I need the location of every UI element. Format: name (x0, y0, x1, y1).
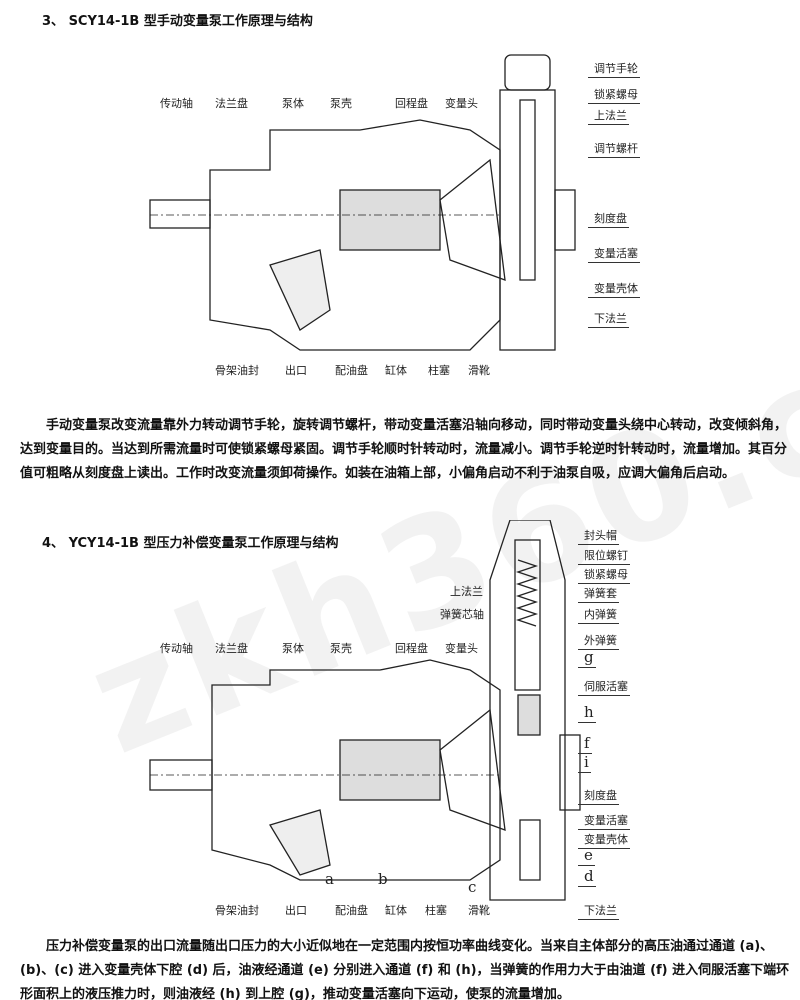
section4-title: 4、 YCY14-1B 型压力补偿变量泵工作原理与结构 (42, 536, 339, 551)
cylinder-block (339, 189, 441, 251)
section3-paragraph: 手动变量泵改变流量靠外力转动调节手轮，旋转调节螺杆，带动变量活塞沿轴向移动，同时… (20, 418, 788, 481)
swash-head (439, 158, 506, 281)
dial (559, 734, 581, 811)
scy-pump-diagram (149, 54, 576, 351)
outlet-port (269, 809, 331, 876)
variable-piston (519, 819, 541, 881)
variable-housing (489, 520, 566, 901)
outlet-port (269, 249, 331, 331)
swash-head (439, 708, 506, 831)
spring-sleeve (514, 539, 541, 691)
section4-paragraph: 压力补偿变量泵的出口流量随出口压力的大小近似地在一定范围内按恒功率曲线变化。当来… (20, 939, 790, 1000)
section3-title: 3、 SCY14-1B 型手动变量泵工作原理与结构 (42, 14, 313, 29)
spring (515, 559, 539, 627)
cylinder-block (339, 739, 441, 801)
ycy-pump-diagram (149, 520, 581, 901)
drive-shaft (149, 199, 211, 229)
variable-housing (499, 89, 556, 351)
dial (554, 189, 576, 251)
servo-piston (517, 694, 541, 736)
adjust-screw (519, 99, 536, 281)
pump-body (211, 659, 501, 881)
handwheel (504, 54, 551, 91)
